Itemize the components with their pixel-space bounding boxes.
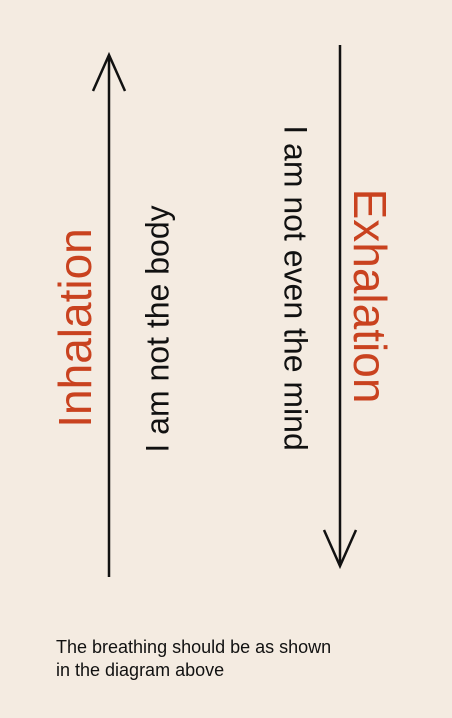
arrows-layer (91, 45, 358, 577)
exhalation-label: Exhalation (344, 188, 396, 404)
caption-line-1: The breathing should be as shown (56, 637, 332, 657)
diagram-caption: The breathing should be as shown in the … (56, 636, 436, 682)
breathing-diagram: Inhalation I am not the body I am not ev… (49, 45, 396, 577)
inhalation-arrow (91, 51, 127, 577)
caption-line-2: in the diagram above (56, 660, 225, 680)
inhalation-phrase: I am not the body (139, 205, 176, 453)
exhalation-arrow (322, 45, 358, 570)
inhalation-label: Inhalation (49, 228, 101, 428)
exhalation-phrase: I am not even the mind (277, 125, 314, 451)
